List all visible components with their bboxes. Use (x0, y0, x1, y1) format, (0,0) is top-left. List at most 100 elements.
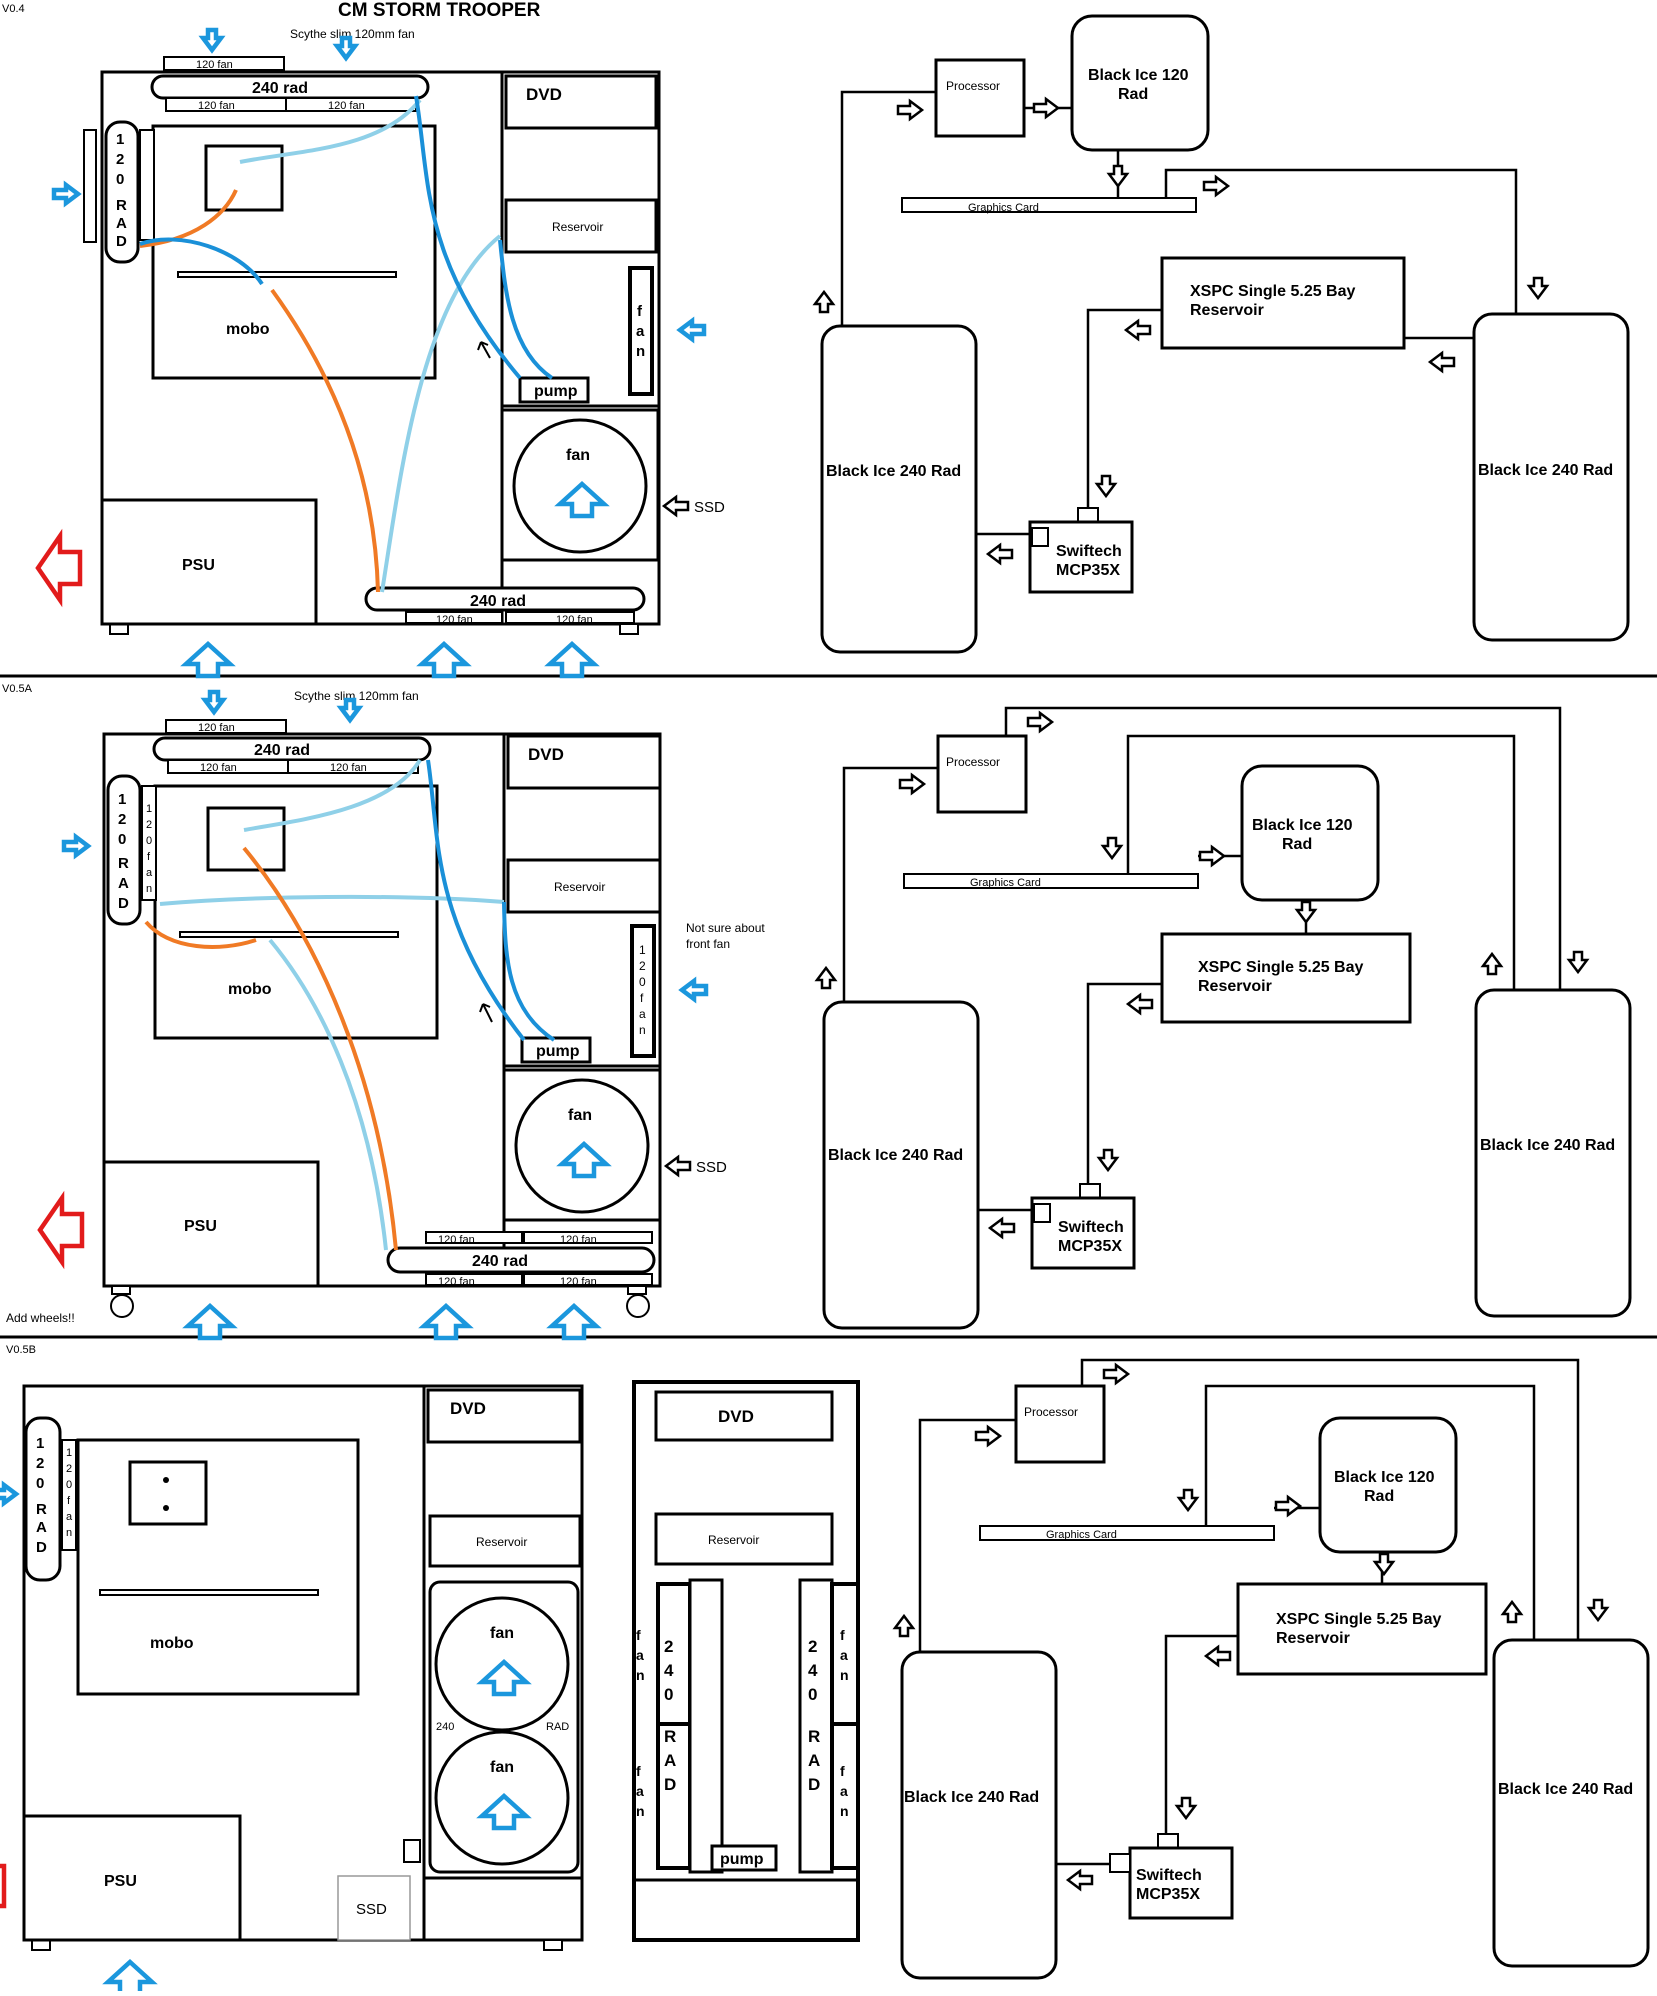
flow-line-f-v05b (1164, 1634, 1238, 1834)
hdd-fan-label-v05a: fan (568, 1107, 592, 1124)
flow-res-label2-v05b: Reservoir (1276, 1630, 1350, 1647)
svg-text:0: 0 (66, 1479, 72, 1491)
rear-rad-v05b (24, 1416, 62, 1582)
svg-text:0: 0 (808, 1685, 817, 1704)
tube-light-a-v05a (243, 758, 422, 832)
svg-text:D: D (808, 1775, 820, 1794)
bottom-top-fan-b-label-v05a: 120 fan (560, 1234, 597, 1246)
ssd-label-v04: SSD (694, 499, 725, 516)
svg-text:0: 0 (116, 171, 124, 188)
ssd-arrow-v04 (662, 495, 690, 517)
bottom-fan-b-label-v05a: 120 fan (560, 1276, 597, 1288)
flow-arrow-1-v05b (974, 1425, 1002, 1447)
exhaust-arrow-v05b (0, 1863, 7, 1909)
dvd-bay-v04 (504, 74, 658, 130)
flow-gpu-v04 (901, 197, 1197, 213)
flow-arrow-5-v04 (1527, 276, 1549, 300)
flowchart-v04: Processor Black Ice 120 Rad Graphics Car… (813, 14, 1630, 654)
bottom-fan-a-label-v04: 120 fan (436, 614, 473, 626)
version-label-v05a: V0.5A (2, 683, 33, 695)
flow-arrow-9-v05b (1175, 1796, 1197, 1820)
flow-processor-v05a (936, 734, 1028, 814)
airflow-bottom-a-v05a (188, 1306, 232, 1338)
reservoir-bay-v05b (428, 1514, 582, 1568)
mobo-label-v05a: mobo (228, 981, 272, 998)
front-view-pump-v05b (710, 1844, 778, 1872)
flow-bi240-left-v04 (820, 324, 978, 654)
flow-arrow-6-v05b (1501, 1600, 1523, 1624)
flow-bi240-right-label-v05a: Black Ice 240 Rad (1480, 1137, 1615, 1154)
psu-label-v05b: PSU (104, 1873, 137, 1890)
rear-rad-fan-v05b (61, 1439, 77, 1551)
flow-bi120-v05b (1318, 1416, 1458, 1554)
front-view-fan-letters-v05b: f a n f a n f a n f a n (636, 1627, 849, 1819)
flow-processor-v05b (1014, 1384, 1106, 1464)
flow-gpu-label-v05b: Graphics Card (1046, 1529, 1117, 1541)
tube-light-b-v04 (380, 234, 502, 593)
svg-text:n: n (146, 883, 152, 895)
svg-text:f: f (840, 1763, 845, 1779)
reservoir-bay-v05a (506, 858, 662, 914)
front-rad-240-label-v05b: 240 (436, 1721, 454, 1733)
airflow-front-v05a (682, 981, 706, 999)
tube-light-c-v05a (268, 938, 388, 1251)
ssd-arrow-v05a (664, 1155, 692, 1177)
fan-note-v05a: Scythe slim 120mm fan (294, 689, 419, 703)
svg-text:n: n (66, 1527, 72, 1539)
bottom-fan-b-label-v04: 120 fan (556, 614, 593, 626)
top-rad-fan-a-label-v05a: 120 fan (200, 762, 237, 774)
svg-text:f: f (67, 1495, 71, 1507)
flow-arrow-3-v05b (1177, 1488, 1199, 1512)
flow-res-label2-v04: Reservoir (1190, 302, 1264, 319)
airflow-bottom-a-v04 (186, 644, 230, 676)
svg-text:2: 2 (116, 151, 124, 168)
pump-label-v05a: pump (536, 1043, 580, 1060)
ssd-box-v05b (337, 1875, 411, 1941)
cpu-dot-b-v05b (163, 1505, 169, 1511)
top-rad-fan-a-label-v04: 120 fan (198, 100, 235, 112)
airflow-rear-v05b (0, 1485, 16, 1503)
flow-arrow-3-v04 (1107, 164, 1129, 188)
svg-text:f: f (840, 1627, 845, 1643)
tube-dark-c-v04 (498, 239, 554, 380)
svg-text:2: 2 (808, 1637, 817, 1656)
svg-text:2: 2 (66, 1463, 72, 1475)
psu-label-v05a: PSU (184, 1218, 217, 1235)
front-view-fan-d-v05b (830, 1722, 860, 1870)
version-label-v05b: V0.5B (6, 1344, 36, 1356)
flow-arrow-8-v05a (1126, 993, 1154, 1015)
rear-rad-letters-v05b: 1 2 0 R A D (36, 1435, 47, 1556)
rear-rad-v04 (104, 120, 140, 264)
airflow-bottom-c-v05a (552, 1306, 596, 1338)
flow-arrow-5-v05b (1373, 1552, 1395, 1576)
svg-text:2: 2 (118, 811, 126, 828)
flow-gpu-label-v04: Graphics Card (968, 202, 1039, 214)
front-fan-v05a (630, 924, 656, 1058)
front-view-rad-left-v05b (688, 1578, 724, 1874)
flow-bi120-label1-v04: Black Ice 120 (1088, 67, 1189, 84)
rear-fan-v04 (83, 129, 97, 243)
bottom-rad-v04 (364, 586, 646, 612)
tube-orange-a-v05a (242, 846, 398, 1251)
flow-arrow-3-v05a (1101, 836, 1123, 860)
ssd-connector-v05b (403, 1839, 421, 1863)
foot-right-v05a (627, 1285, 647, 1295)
mobo-box-v05b (76, 1438, 360, 1696)
tube-orange-a-v04 (139, 189, 238, 248)
svg-text:a: a (840, 1783, 848, 1799)
bottom-top-fan-a-label-v05a: 120 fan (438, 1234, 475, 1246)
bottom-rad-label-v05a: 240 rad (472, 1253, 528, 1270)
front-view-dvd-v05b (654, 1390, 834, 1442)
reservoir-label-v05a: Reservoir (554, 880, 605, 894)
flow-line-c-v05b (1204, 1384, 1536, 1640)
flow-pump-label1-v05a: Swiftech (1058, 1219, 1124, 1236)
flow-processor-v04 (934, 58, 1026, 138)
svg-text:1: 1 (36, 1435, 44, 1452)
svg-text:D: D (118, 895, 129, 912)
rear-rad-fan-letters-v05a: 1 2 0 f a n (146, 803, 153, 895)
flow-arrow-1-v05a (898, 773, 926, 795)
svg-text:f: f (636, 1763, 641, 1779)
flow-arrow-9-v05a (1097, 1148, 1119, 1172)
flow-bi240-left-v05a (822, 1000, 980, 1330)
flow-pump-label1-v05b: Swiftech (1136, 1867, 1202, 1884)
